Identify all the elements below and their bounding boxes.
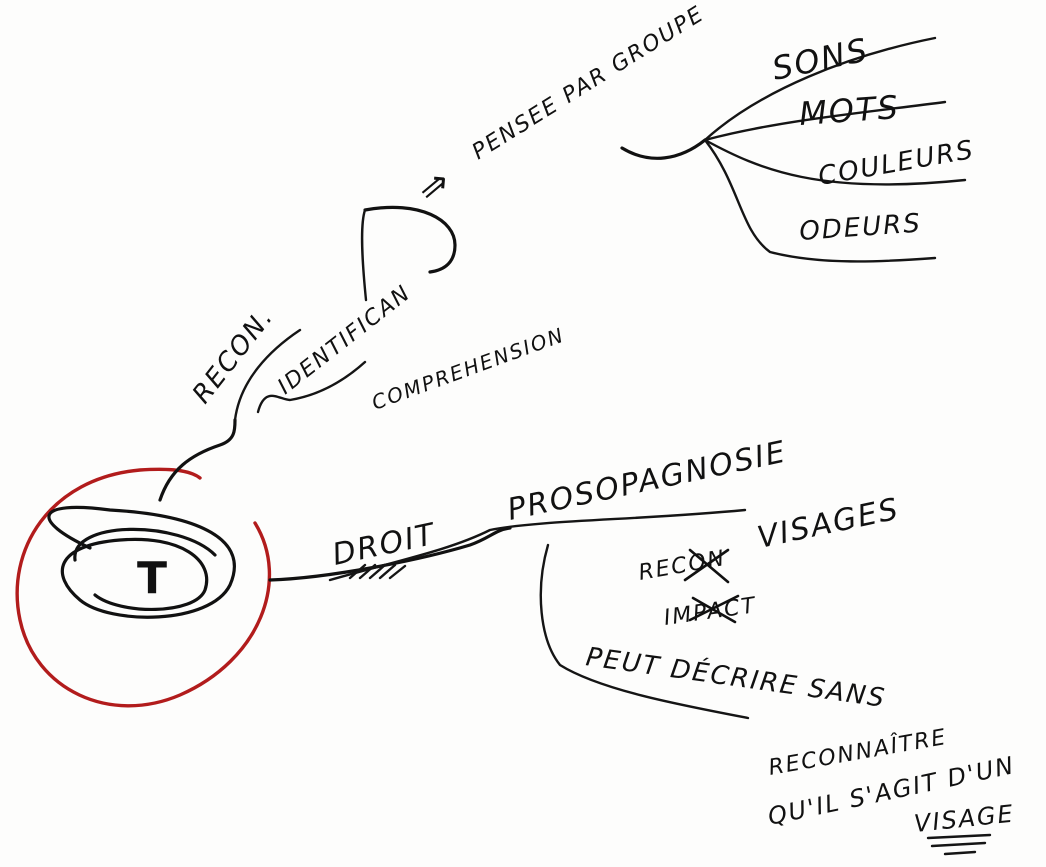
central-oval — [47, 505, 236, 619]
label-arrow: ⇒ — [409, 160, 460, 212]
label-comprehension: COMPREHENSION — [369, 323, 568, 415]
droit-hatch — [348, 563, 407, 580]
recon-branch — [233, 328, 302, 422]
branch-sons — [703, 36, 937, 142]
branch-odeurs — [703, 138, 937, 263]
label-visages: VISAGES — [754, 492, 902, 556]
visage-underline-2 — [930, 841, 987, 848]
central-label: T — [137, 553, 167, 604]
branch-mots — [703, 100, 947, 142]
bracket — [363, 205, 457, 274]
label-odeurs: ODEURS — [798, 209, 922, 247]
group-stem — [620, 138, 707, 160]
label-recon-upper: RECON. — [187, 302, 280, 409]
identification-branch — [256, 360, 367, 414]
central-oval-inner — [73, 527, 217, 562]
label-mots: MOTS — [798, 88, 901, 133]
central-red-circle — [15, 467, 271, 708]
label-impact: IMPACT — [662, 593, 758, 631]
strike-recon — [683, 548, 730, 584]
label-sons: SONS — [769, 30, 873, 87]
visage-underline-3 — [943, 850, 977, 856]
prosopagnosie-down-branch — [539, 543, 750, 720]
visage-underline-1 — [926, 833, 992, 840]
label-prosopagnosie: PROSOPAGNOSIE — [504, 434, 790, 527]
label-peut: PEUT DÉCRIRE SANS — [584, 640, 888, 714]
droit-underline — [328, 508, 747, 582]
bracket-left-tick — [360, 208, 368, 302]
label-recon-lower: RECON — [637, 546, 728, 586]
branch-couleurs — [703, 138, 967, 186]
strike-impact — [688, 594, 740, 624]
label-visage: VISAGE — [913, 800, 1016, 838]
upper-main-branch — [158, 418, 237, 502]
lower-main-branch — [268, 526, 512, 582]
label-pensee: PENSEE PAR GROUPE — [468, 1, 709, 165]
